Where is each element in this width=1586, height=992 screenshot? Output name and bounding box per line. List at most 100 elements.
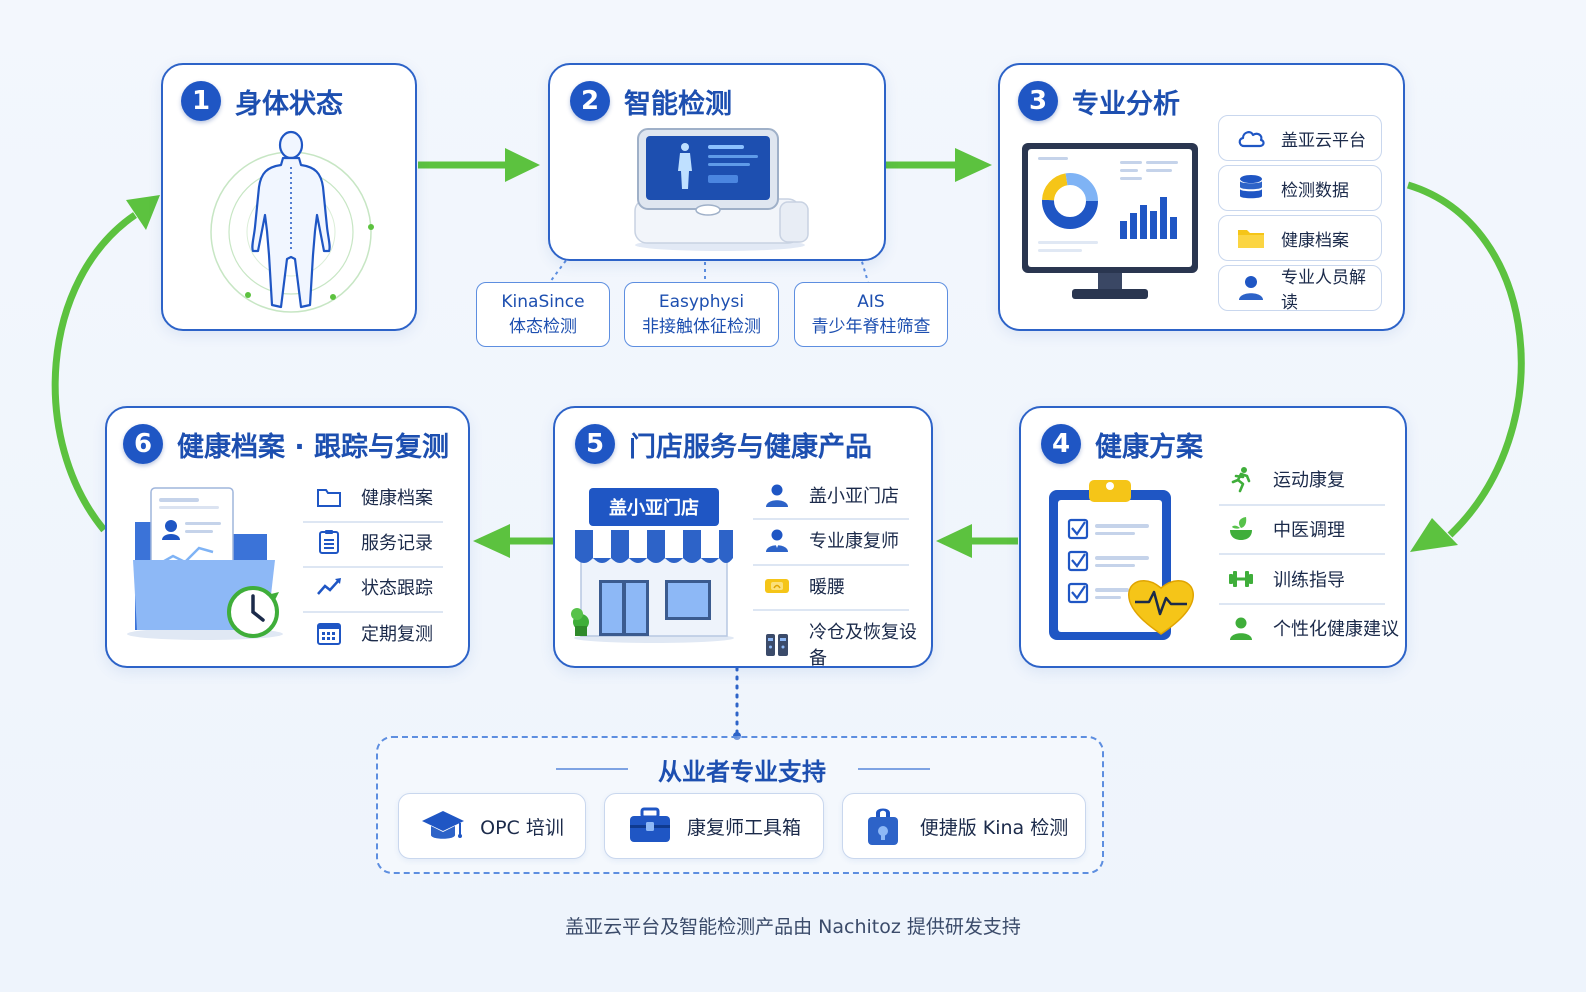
step-number-badge: 6 [123,424,163,464]
step-number-badge: 1 [181,81,221,121]
step-title-text: 专业分析 [1072,88,1180,120]
herbal-bowl-icon [1230,517,1252,540]
support-item-label: OPC 培训 [480,816,564,839]
device-name: Easyphysi [658,291,745,312]
analysis-item-label: 专业人员解读 [1281,268,1366,313]
support-title-line-right [858,768,930,770]
folder-icon [1238,230,1264,248]
archive-item-label: 定期复测 [361,624,433,645]
dumbbell-icon [1229,571,1253,587]
step-title: 2 智能检测 [570,81,732,121]
store-item-store: 盖小亚门店 [763,481,899,509]
plan-item-label: 运动康复 [1273,470,1345,491]
step-title: 5 门店服务与健康产品 [575,424,872,464]
arrow-1-to-2 [418,148,540,182]
step-card-store-services: 5 门店服务与健康产品 [553,406,933,670]
toolbox-icon [629,807,670,842]
step-number-badge: 2 [570,81,610,121]
medical-staff-icon [766,529,788,552]
archive-folder-clock-icon [127,487,283,640]
support-therapist-toolbox: 康复师工具箱 [604,793,824,859]
step-card-health-plan: 4 健康方案 运动康复 中医调理 [1019,406,1407,668]
device-desc: 体态检测 [509,316,577,337]
step-title: 6 健康档案 · 跟踪与复测 [123,424,449,464]
waist-warmer-icon [765,579,789,593]
step-title: 3 专业分析 [1018,81,1180,121]
analysis-item-detection-data: 检测数据 [1218,165,1382,211]
user-icon [1239,276,1263,300]
store-item-label: 盖小亚门店 [809,486,899,507]
support-portable-kina: 便捷版 Kina 检测 [842,793,1086,859]
step-card-body-status: 1 身体状态 [161,63,417,331]
plan-item-label: 个性化健康建议 [1273,619,1399,640]
footer-note: 盖亚云平台及智能检测产品由 Nachitoz 提供研发支持 [565,916,1021,938]
user-green-icon [1230,617,1252,640]
clipboard-list-icon [319,530,339,554]
arrow-6-to-1 [51,195,160,533]
arrow-3-to-4 [1406,181,1525,552]
plan-item-personal-advice: 个性化健康建议 [1227,614,1399,642]
trend-line-icon [317,578,341,595]
recovery-equipment-icon [766,634,788,656]
archive-item-status-tracking: 状态跟踪 [315,573,433,601]
step-title-text: 健康档案 · 跟踪与复测 [177,431,450,463]
support-title-line-left [556,768,628,770]
step-card-smart-detection: 2 智能检测 [548,63,886,261]
calendar-icon [317,623,341,645]
device-easyphysi: Easyphysi 非接触体征检测 [624,282,779,347]
analysis-item-gaia-cloud: 盖亚云平台 [1218,115,1382,161]
running-person-icon [1231,467,1251,493]
step-title: 1 身体状态 [181,81,343,121]
arrow-5-to-6 [473,524,553,558]
device-connectors [549,254,869,283]
store-item-label: 暖腰 [809,577,845,598]
device-name: KinaSince [501,291,585,312]
plan-item-tcm-conditioning: 中医调理 [1227,515,1345,543]
store-item-therapist: 专业康复师 [763,526,899,554]
archive-item-periodic-retest: 定期复测 [315,619,433,647]
step-title: 4 健康方案 [1041,424,1203,464]
analysis-item-label: 健康档案 [1281,230,1349,251]
device-ais: AIS 青少年脊柱筛查 [794,282,948,347]
support-item-label: 康复师工具箱 [686,816,801,839]
archive-item-health-archive: 健康档案 [315,483,433,511]
store-item-label: 冷仓及恢复设备 [809,622,917,669]
monitor-dashboard-icon [1022,143,1198,299]
plan-item-label: 中医调理 [1273,520,1345,541]
store-item-cold-chamber: 冷仓及恢复设备 [763,618,931,670]
database-icon [1240,175,1262,199]
archive-item-label: 服务记录 [361,533,433,554]
step-title-text: 身体状态 [235,88,343,120]
analysis-item-health-archive: 健康档案 [1218,215,1382,261]
analysis-item-expert-interpretation: 专业人员解读 [1218,265,1382,313]
user-icon [766,484,788,507]
step-number-badge: 4 [1041,424,1081,464]
step-title-text: 健康方案 [1095,431,1203,463]
store-item-waist-warmer: 暖腰 [763,572,845,600]
portable-device-icon [867,808,898,845]
archive-item-label: 状态跟踪 [361,578,433,599]
clipboard-heart-icon [1049,480,1194,640]
store-illustration: 盖小亚门店 [569,486,739,644]
graduation-cap-icon [422,811,465,839]
folder-outline-icon [317,489,341,507]
device-kinasince: KinaSince 体态检测 [476,282,610,347]
plan-item-label: 训练指导 [1273,570,1345,591]
arrow-2-to-3 [886,148,992,182]
analysis-item-label: 盖亚云平台 [1281,130,1366,151]
human-body-icon [210,130,374,313]
support-opc-training: OPC 培训 [398,793,586,859]
plan-item-training-guidance: 训练指导 [1227,565,1345,593]
detection-device-icon [634,128,809,251]
store-item-label: 专业康复师 [809,531,899,552]
device-desc: 非接触体征检测 [642,316,761,337]
support-panel: 从业者专业支持 OPC 培训 康复师工具箱 便捷版 Kina 检测 [376,736,1104,874]
device-name: AIS [857,291,885,312]
arrow-4-to-5 [936,524,1018,558]
step-card-professional-analysis: 3 专业分析 盖亚云平台 检测数据 [998,63,1405,331]
step-number-badge: 3 [1018,81,1058,121]
support-title: 从业者专业支持 [658,758,826,786]
archive-item-label: 健康档案 [361,488,433,509]
step-number-badge: 5 [575,424,615,464]
